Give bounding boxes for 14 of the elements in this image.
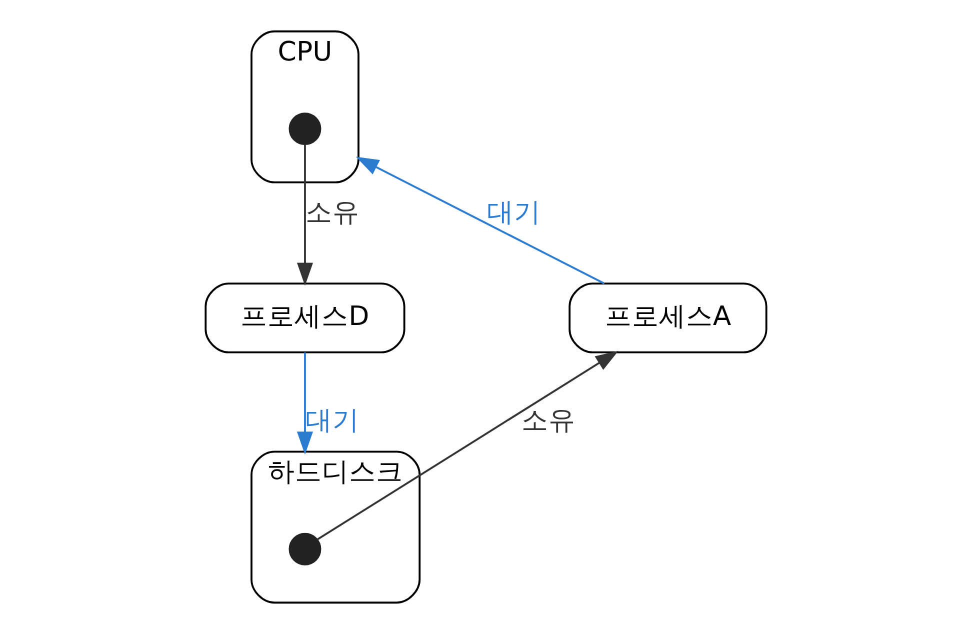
cluster: CPU	[250, 30, 359, 184]
arrow	[296, 144, 313, 286]
edge-label: 소유	[305, 196, 360, 228]
cluster: 하드디스크	[250, 450, 420, 604]
arrow	[355, 156, 604, 284]
edge-label: 대기	[486, 196, 541, 228]
arrow	[316, 350, 618, 540]
node-box: 프로세스A	[568, 282, 767, 354]
edge-label: 대기	[305, 405, 360, 436]
edge-label: 소유	[521, 405, 576, 436]
node-box: 프로세스D	[204, 282, 405, 354]
node-circle	[288, 532, 321, 566]
node-circle	[288, 112, 321, 146]
arrow	[296, 352, 313, 455]
